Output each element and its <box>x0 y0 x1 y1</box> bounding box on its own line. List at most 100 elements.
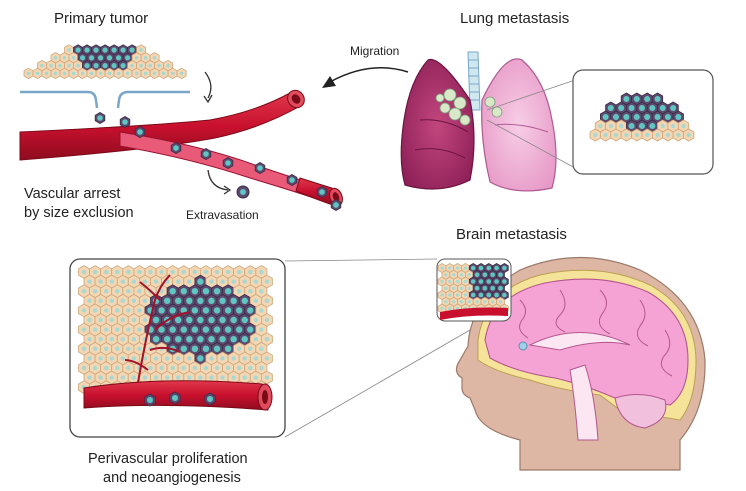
cell-nucleus <box>660 123 665 129</box>
cell-nucleus <box>109 337 114 342</box>
cell-nucleus <box>191 345 199 352</box>
cell-nucleus <box>120 356 125 361</box>
cell-nucleus <box>172 395 178 401</box>
cell-nucleus <box>120 63 126 69</box>
cell-nucleus <box>478 265 484 271</box>
cell-nucleus <box>448 306 452 311</box>
inset-vessel-tumor-cells <box>144 391 216 407</box>
cell-nucleus <box>142 375 148 380</box>
cell-nucleus <box>253 356 259 361</box>
cell-nucleus <box>109 375 114 380</box>
cell-nucleus <box>440 279 444 284</box>
cell-nucleus <box>486 279 492 284</box>
cell-nucleus <box>102 47 108 53</box>
cell-nucleus <box>179 71 184 76</box>
cell-nucleus <box>214 269 220 275</box>
cell-nucleus <box>259 269 264 275</box>
cell-nucleus <box>494 292 499 298</box>
cell-nucleus <box>126 289 131 294</box>
cell-nucleus <box>502 292 507 298</box>
cell-nucleus <box>143 56 148 60</box>
cell-nucleus <box>235 307 243 314</box>
cell-nucleus <box>236 365 242 371</box>
vascular-arrest-label-line1: Vascular arrest <box>24 186 121 202</box>
cell-nucleus <box>490 272 495 278</box>
cell-nucleus <box>88 55 95 61</box>
cell-nucleus <box>120 317 125 323</box>
cell-nucleus <box>247 326 254 333</box>
zoom-line-bottom <box>284 329 471 438</box>
cell-nucleus <box>624 132 629 138</box>
cell-nucleus <box>633 114 640 120</box>
cell-nucleus <box>161 71 166 76</box>
cell-nucleus <box>219 336 226 343</box>
cell-nucleus <box>236 269 242 275</box>
cell-nucleus <box>638 123 645 129</box>
cell-nucleus <box>197 297 204 304</box>
cell-nucleus <box>115 308 120 313</box>
cell-nucleus <box>97 55 104 61</box>
cell-nucleus <box>603 132 608 138</box>
extravasation-label: Extravasation <box>186 208 259 222</box>
cell-nucleus <box>103 289 109 294</box>
cell-nucleus <box>126 327 131 332</box>
cell-nucleus <box>84 47 90 53</box>
cell-nucleus <box>139 48 143 52</box>
cell-nucleus <box>49 63 53 68</box>
cell-nucleus <box>319 189 325 195</box>
cell-nucleus <box>153 356 159 361</box>
cell-nucleus <box>137 346 142 351</box>
cell-nucleus <box>440 306 444 311</box>
cell-nucleus <box>159 365 164 371</box>
cell-nucleus <box>98 337 103 342</box>
cell-nucleus <box>87 298 92 303</box>
cell-nucleus <box>253 337 259 342</box>
cell-nucleus <box>452 273 456 277</box>
cell-nucleus <box>109 279 114 284</box>
cell-nucleus <box>654 96 661 102</box>
cell-nucleus <box>231 279 236 284</box>
cell-nucleus <box>120 47 126 53</box>
cell-nucleus <box>103 327 109 332</box>
cell-nucleus <box>187 356 192 361</box>
cell-nucleus <box>654 114 661 120</box>
basement-membrane <box>20 90 190 109</box>
cell-nucleus <box>175 316 182 324</box>
cell-nucleus <box>236 289 242 294</box>
cell-nucleus <box>142 298 148 303</box>
cell-nucleus <box>106 55 113 61</box>
cell-nucleus <box>478 279 484 284</box>
cell-nucleus <box>111 63 117 69</box>
cell-nucleus <box>259 346 264 351</box>
cell-nucleus <box>649 123 656 129</box>
cell-nucleus <box>158 307 165 314</box>
cell-nucleus <box>259 327 264 332</box>
cell-nucleus <box>231 375 236 380</box>
cell-nucleus <box>649 105 656 111</box>
cell-nucleus <box>53 71 58 76</box>
cell-nucleus <box>203 269 209 275</box>
cell-nucleus <box>494 265 499 271</box>
cell-nucleus <box>98 356 103 361</box>
cell-nucleus <box>444 300 448 304</box>
cell-nucleus <box>187 279 192 284</box>
cell-nucleus <box>242 279 247 284</box>
perivascular-label-line1: Perivascular proliferation <box>88 451 248 467</box>
cell-nucleus <box>444 273 448 277</box>
cell-nucleus <box>87 337 92 342</box>
cell-nucleus <box>247 307 254 314</box>
cell-nucleus <box>103 308 109 313</box>
cell-nucleus <box>92 346 98 351</box>
cell-nucleus <box>203 365 209 371</box>
cell-nucleus <box>170 365 175 371</box>
vascular-arrest-label-line2: by size exclusion <box>24 205 134 221</box>
cell-nucleus <box>164 375 170 380</box>
cell-nucleus <box>129 47 135 53</box>
cell-nucleus <box>444 286 448 290</box>
cell-nucleus <box>58 63 62 68</box>
cell-nucleus <box>120 337 125 342</box>
cell-nucleus <box>92 269 98 275</box>
cell-nucleus <box>467 273 471 277</box>
cell-nucleus <box>498 272 503 278</box>
cell-nucleus <box>474 272 480 278</box>
